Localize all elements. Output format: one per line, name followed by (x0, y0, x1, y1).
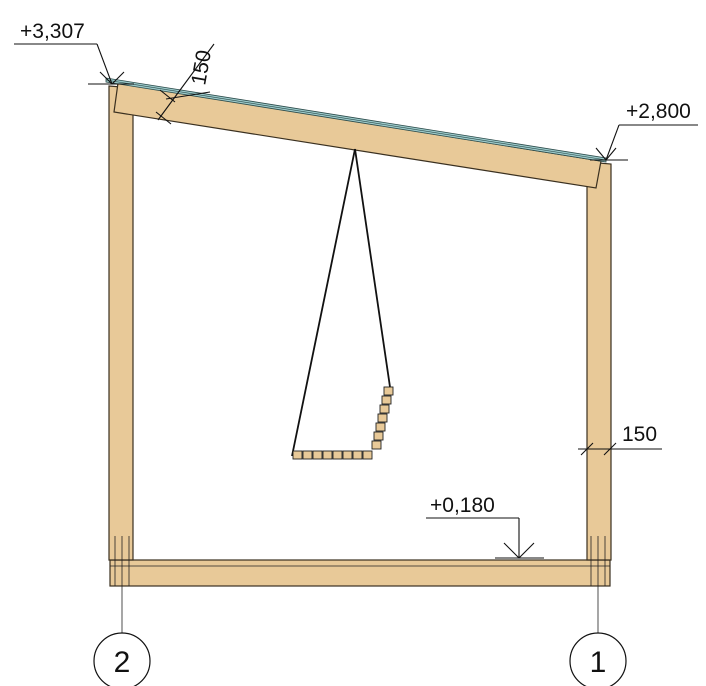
backrest-slat (375, 422, 386, 432)
dimension-label-wall-thickness: 150 (622, 423, 657, 446)
axis-bubble-left: 2 (93, 632, 151, 686)
dimension-label-roof-thickness: 150 (187, 48, 216, 87)
level-label-floor: +0,180 (430, 494, 495, 517)
axis-label-right: 1 (590, 646, 607, 679)
right-wall-post (586, 161, 612, 561)
backrest-slat (379, 404, 390, 414)
axis-bubble-right: 1 (569, 632, 627, 686)
seat-slat (352, 450, 363, 460)
left-wall-post (108, 85, 134, 561)
backrest-slat (371, 440, 382, 450)
swing (291, 148, 394, 460)
seat-slat (312, 450, 323, 460)
seat-slat (322, 450, 333, 460)
level-label-roof-right: +2,800 (626, 100, 691, 123)
seat-slat (302, 450, 313, 460)
swing-seat (292, 450, 373, 460)
roof-rafter (113, 82, 602, 189)
swing-backrest (371, 386, 394, 450)
level-mark-roof-right: +2,800 (590, 100, 698, 161)
seat-slat (292, 450, 303, 460)
backrest-slat (381, 395, 392, 405)
seat-slat (342, 450, 353, 460)
swing-rope-right (354, 148, 391, 388)
axis-lines (114, 536, 606, 638)
level-mark-floor: +0,180 (426, 494, 544, 559)
floor-beam (109, 559, 611, 587)
seat-slat (332, 450, 343, 460)
seat-slat (362, 450, 373, 460)
backrest-slat (373, 431, 384, 441)
swing-rope-left (291, 148, 356, 457)
roofing-layer (105, 77, 607, 163)
level-mark-roof-left: +3,307 (14, 20, 134, 85)
backrest-slat (377, 413, 388, 423)
level-label-roof-left: +3,307 (20, 20, 85, 43)
axis-label-left: 2 (114, 646, 131, 679)
backrest-slat (383, 386, 394, 396)
dimension-wall-thickness: 150 (578, 423, 662, 456)
